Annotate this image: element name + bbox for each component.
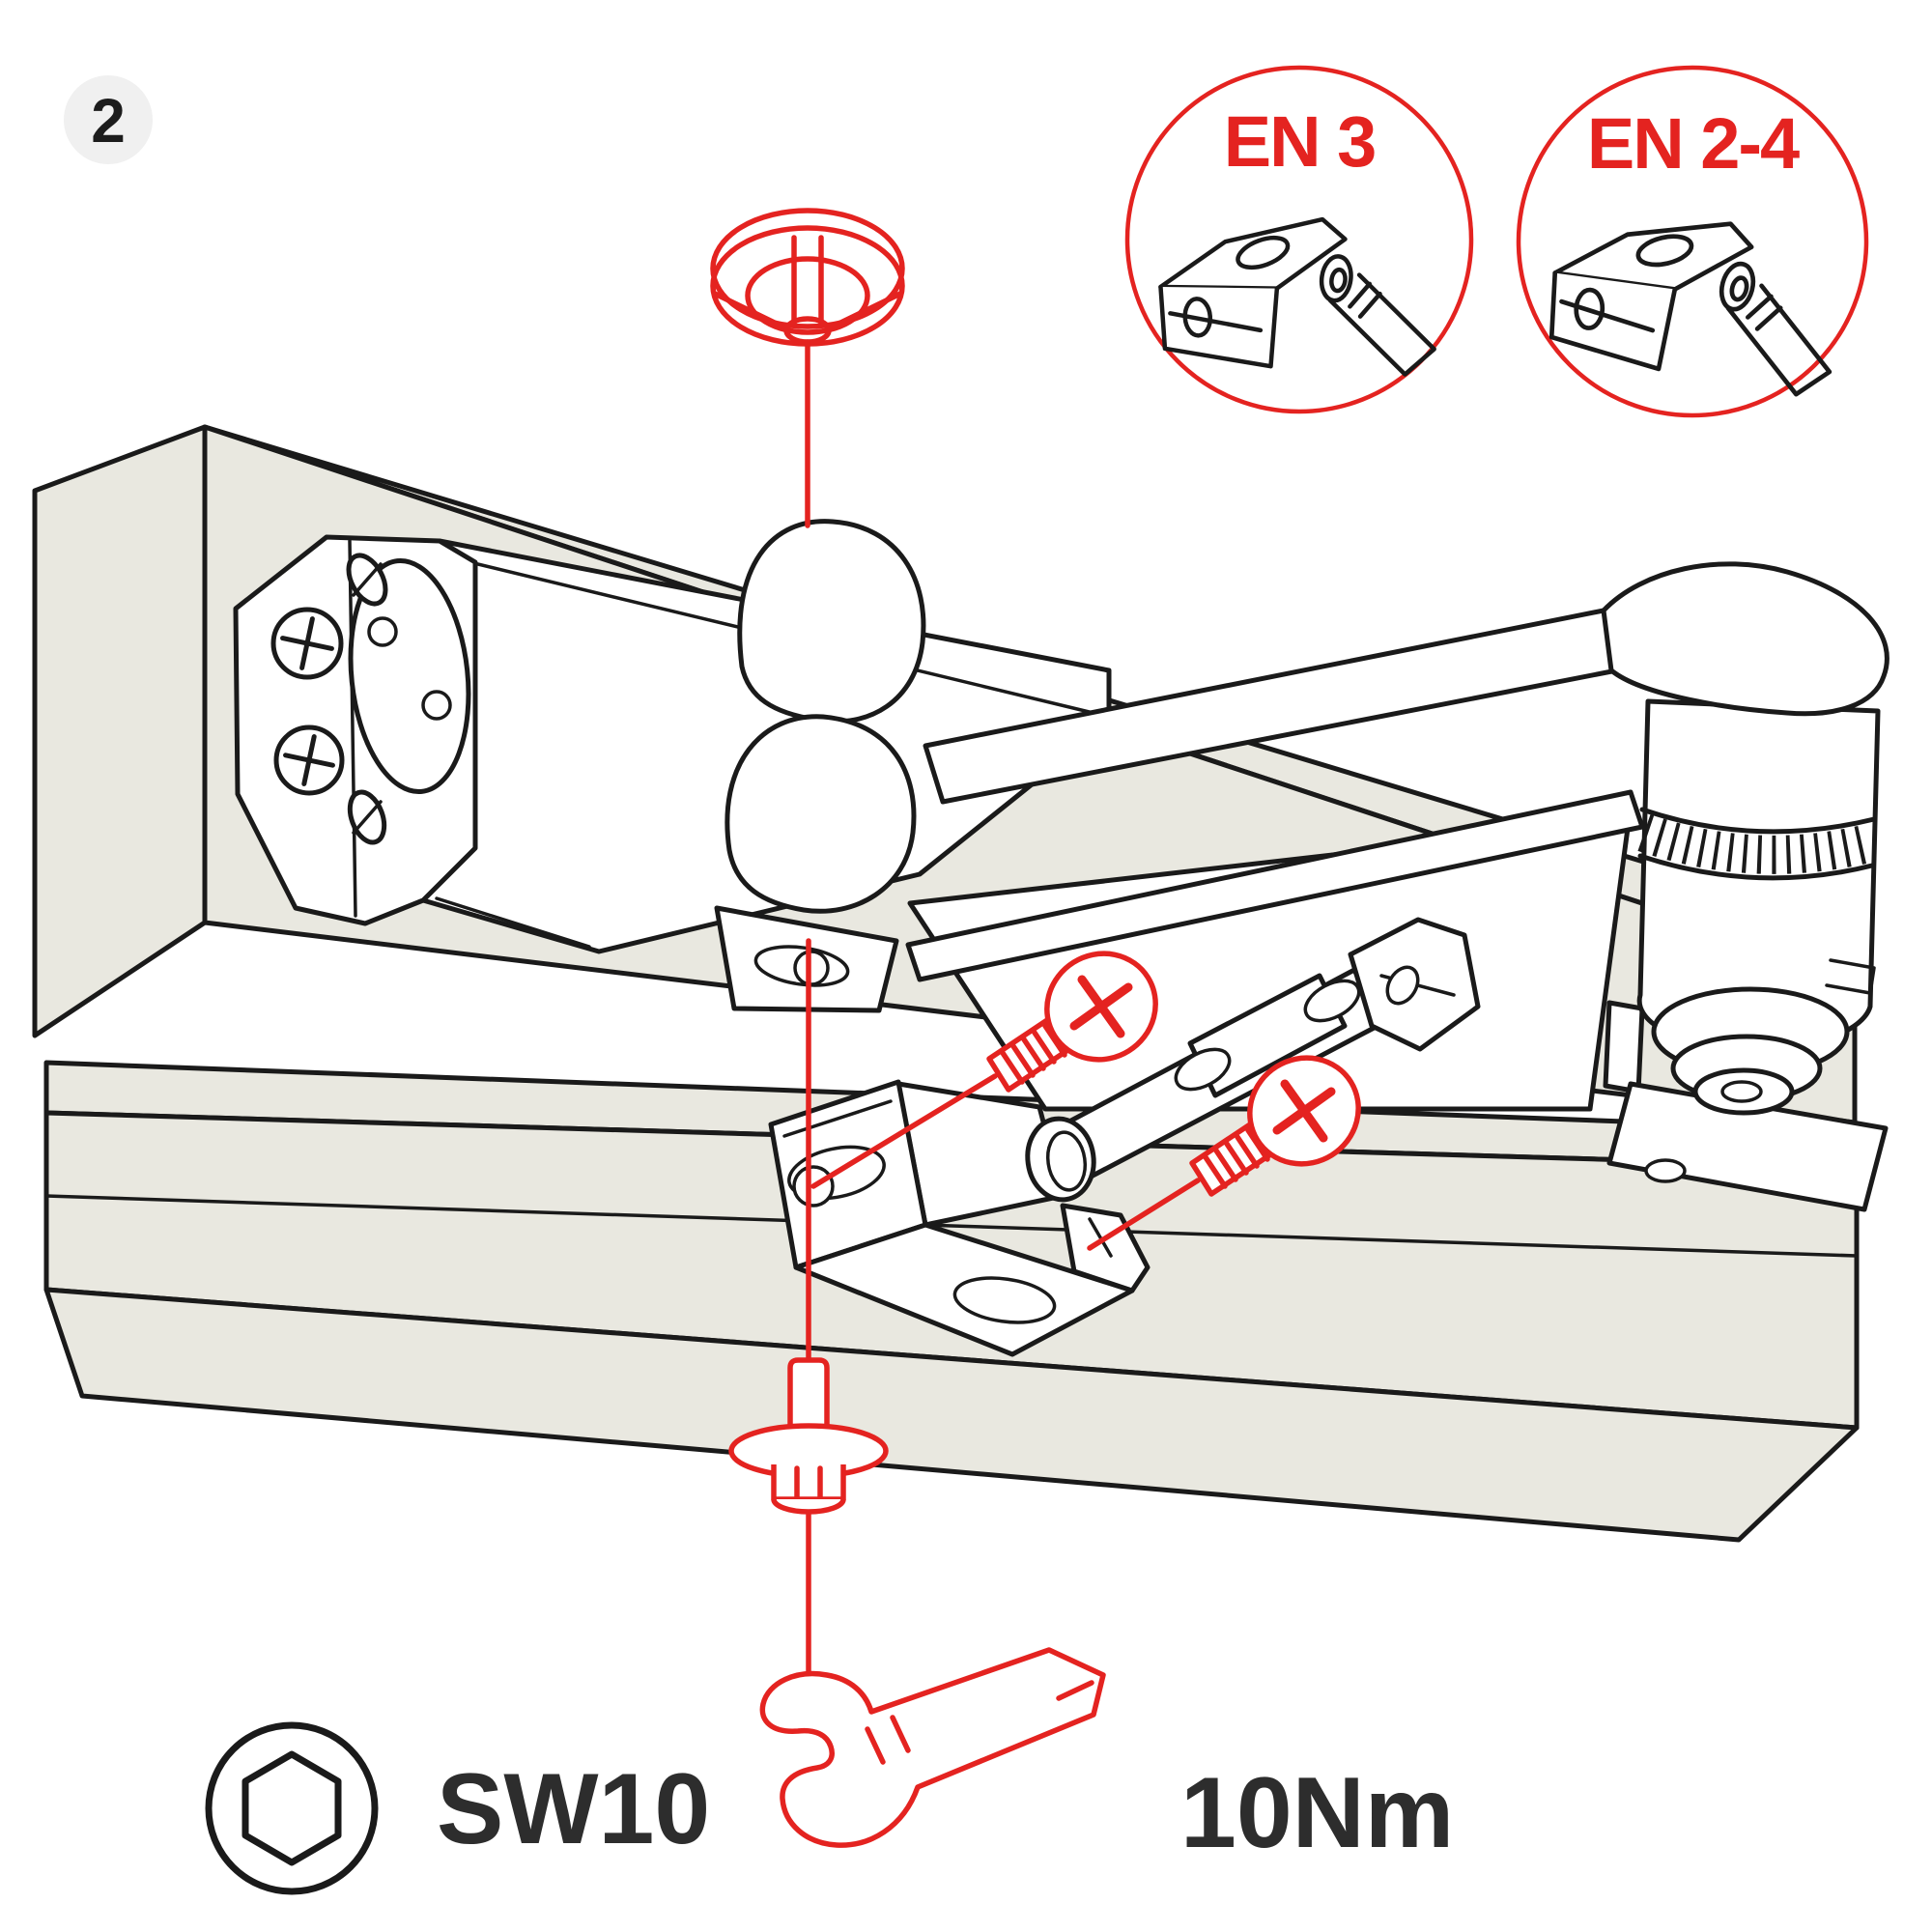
pinion-housing xyxy=(714,519,926,1013)
shoe-barrel-bore xyxy=(1045,1130,1088,1192)
knurl-band-top xyxy=(1639,807,1877,835)
callout-en3: EN 3 xyxy=(1124,65,1474,414)
shoe-base-hole xyxy=(952,1276,1057,1324)
sleeve-end xyxy=(1174,1047,1232,1092)
valve-boss xyxy=(737,519,926,724)
knurl-texture xyxy=(1637,814,1877,874)
hub-hex-socket xyxy=(1720,1080,1763,1103)
legend: SW10 10Nm xyxy=(205,1721,1454,1895)
housing-bottom-line xyxy=(435,896,591,949)
leader-line-screw-a xyxy=(810,1073,998,1189)
end-cap-crease xyxy=(348,539,357,918)
shoe-flange-edge xyxy=(782,1099,893,1138)
end-plate-hole xyxy=(421,690,452,721)
callout-en3-label: EN 3 xyxy=(1224,101,1376,182)
valve-wheel-icon xyxy=(710,208,905,347)
arm-fork-hook xyxy=(1601,561,1889,717)
callout-en2-4: EN 2-4 xyxy=(1516,65,1869,418)
open-end-wrench-icon xyxy=(759,1647,1106,1848)
slotted-screw xyxy=(346,553,388,607)
callout-en2-4-label: EN 2-4 xyxy=(1587,103,1800,184)
hub-notch xyxy=(1825,958,1876,995)
hub-tab xyxy=(1603,1000,1645,1094)
second-arm-link xyxy=(905,789,1645,982)
leader-line-screw-b xyxy=(1087,1178,1201,1251)
mounting-screw xyxy=(986,951,1158,1093)
door-panel-groove xyxy=(44,1194,1859,1258)
hex-socket-icon xyxy=(205,1721,379,1895)
arm-hub-assembly xyxy=(1601,561,1889,1212)
frame-left-end-face xyxy=(32,424,208,1038)
slotted-screw xyxy=(347,789,387,845)
pinion-boss xyxy=(724,714,917,914)
legend-wrench-size: SW10 xyxy=(437,1753,710,1865)
shoe-ear-notch xyxy=(1088,1217,1113,1258)
foot-plate-hole xyxy=(1644,1158,1687,1183)
mounting-screw xyxy=(1189,1055,1361,1197)
phillips-screw xyxy=(270,607,344,680)
phillips-screw xyxy=(273,724,345,796)
forearm-link xyxy=(1050,917,1481,1187)
step-number: 2 xyxy=(91,86,126,156)
knurl-band-bottom xyxy=(1637,853,1875,881)
end-plate-hole xyxy=(367,616,398,647)
elbow-pin xyxy=(1385,965,1420,1006)
legend-torque: 10Nm xyxy=(1180,1757,1454,1869)
door-bottom-face xyxy=(43,1287,1860,1543)
step-badge: 2 xyxy=(64,75,153,164)
fixing-plate-hole xyxy=(793,950,830,986)
red-annotations xyxy=(710,208,1361,1848)
step-badge-circle xyxy=(64,75,153,164)
hub-foot-plate xyxy=(1606,1081,1889,1212)
flange-bolt xyxy=(728,1357,889,1515)
